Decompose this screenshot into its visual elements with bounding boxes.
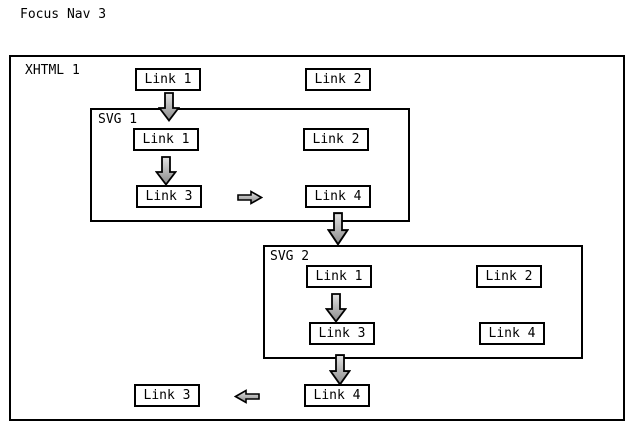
xhtml1-link2[interactable]: Link 2: [305, 68, 371, 91]
svg1-link2[interactable]: Link 2: [303, 128, 369, 151]
arrow-down-icon: [155, 156, 177, 186]
xhtml1-label: XHTML 1: [25, 63, 80, 78]
svg1-link3[interactable]: Link 3: [136, 185, 202, 208]
arrow-down-icon: [158, 92, 180, 122]
arrow-down-icon: [327, 212, 349, 246]
xhtml1-link4[interactable]: Link 4: [304, 384, 370, 407]
arrow-right-icon: [237, 190, 263, 205]
svg2-link2[interactable]: Link 2: [476, 265, 542, 288]
svg1-document-box: SVG 1 Link 1 Link 2 Link 3: [90, 108, 410, 222]
svg2-link4[interactable]: Link 4: [479, 322, 545, 345]
page-title: Focus Nav 3: [20, 7, 107, 22]
svg1-label: SVG 1: [98, 112, 138, 127]
arrow-down-icon: [329, 354, 351, 386]
arrow-left-icon: [234, 389, 260, 404]
svg1-link4[interactable]: Link 4: [305, 185, 371, 208]
xhtml1-link1[interactable]: Link 1: [135, 68, 201, 91]
svg1-link1[interactable]: Link 1: [133, 128, 199, 151]
xhtml1-document-box: XHTML 1 Link 1 Link 2 SVG 1 Link 1 Link …: [9, 55, 625, 421]
svg2-link1[interactable]: Link 1: [306, 265, 372, 288]
svg2-document-box: SVG 2 Link 1 Link 2 Link 3 Link 4: [263, 245, 583, 359]
svg2-link3[interactable]: Link 3: [309, 322, 375, 345]
svg2-label: SVG 2: [270, 249, 310, 264]
arrow-down-icon: [325, 293, 347, 323]
xhtml1-link3[interactable]: Link 3: [134, 384, 200, 407]
